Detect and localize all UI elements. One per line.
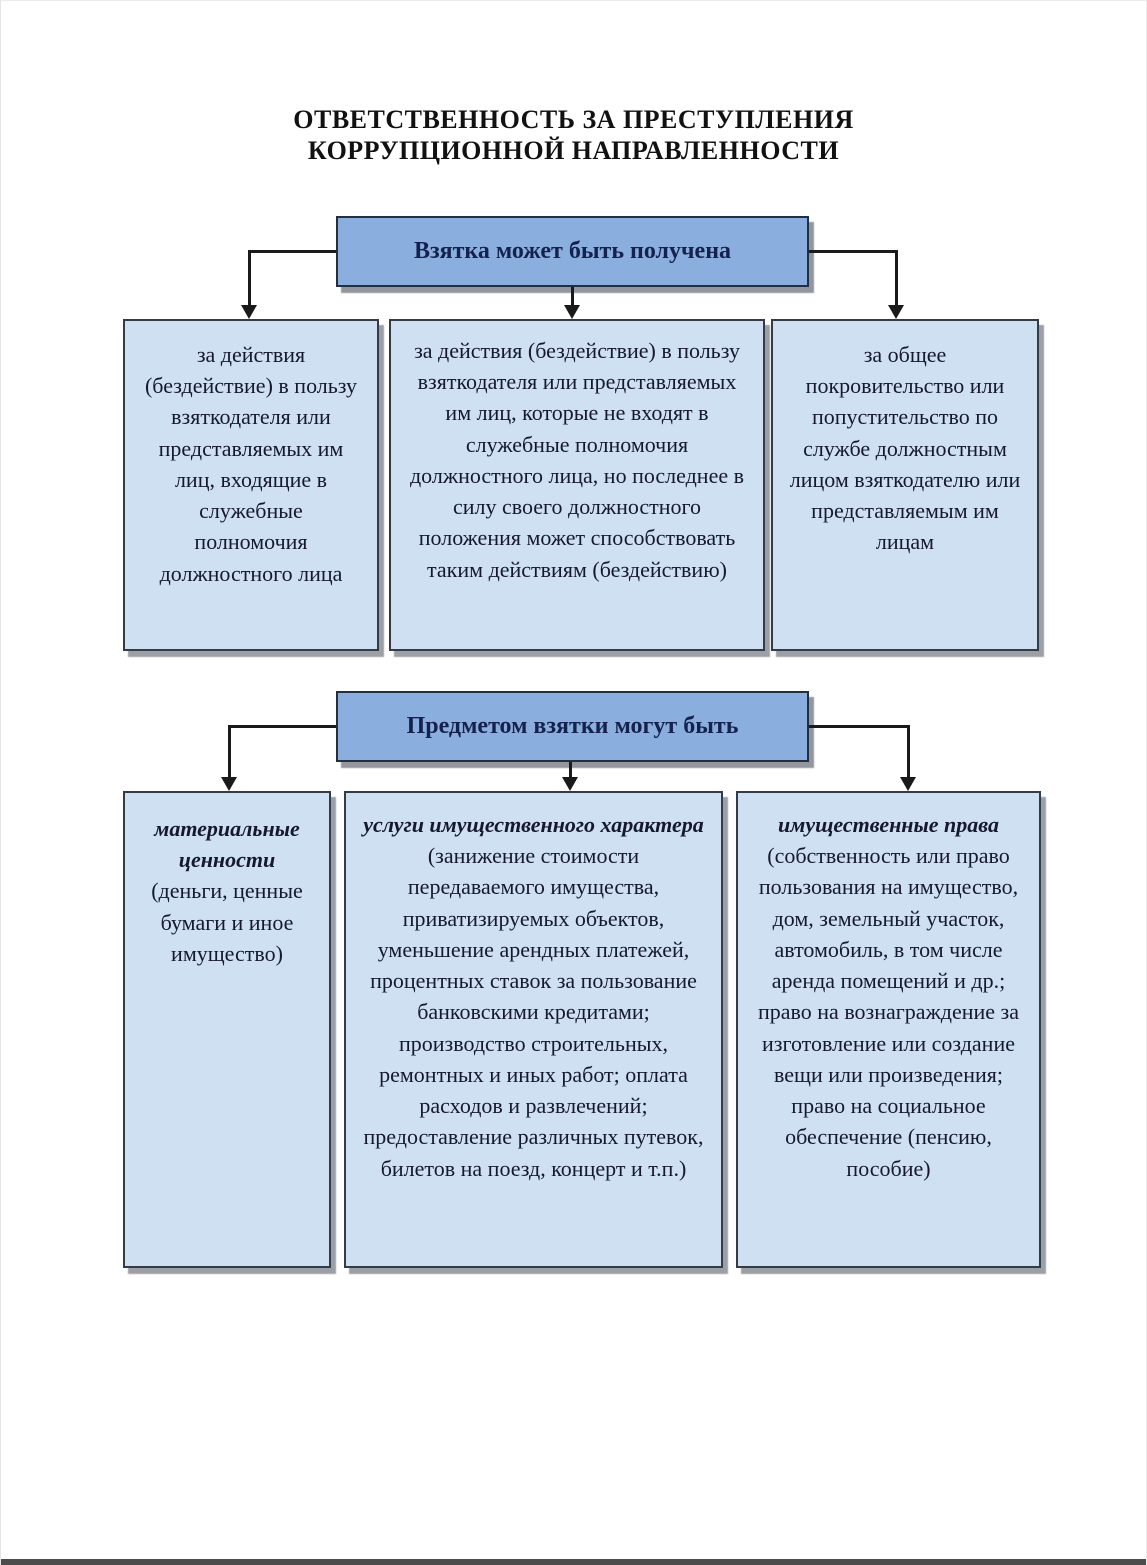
d2-center-arrow-icon (562, 777, 578, 791)
page-title-line2: КОРРУПЦИОННОЙ НАПРАВЛЕННОСТИ (307, 135, 840, 165)
diagram2-header-label: Предметом взятки могут быть (406, 713, 739, 739)
d2-box1-text: (деньги, ценные бумаги и иное имущество) (151, 878, 303, 966)
d2-right-arrow-icon (900, 777, 916, 791)
d2-box-material-values: материальные ценности (деньги, ценные бу… (123, 791, 331, 1268)
page-title: ОТВЕТСТВЕННОСТЬ ЗА ПРЕСТУПЛЕНИЯ КОРРУПЦИ… (1, 105, 1146, 166)
d2-left-arrow-icon (221, 777, 237, 791)
diagram2-header-box: Предметом взятки могут быть (336, 691, 809, 762)
d1-right-connector-horizontal (809, 250, 897, 253)
d1-left-connector-vertical (248, 250, 251, 306)
d1-left-connector-horizontal (249, 250, 336, 253)
page-title-line1: ОТВЕТСТВЕННОСТЬ ЗА ПРЕСТУПЛЕНИЯ (293, 105, 854, 134)
d2-box1-title: материальные ценности (154, 816, 300, 873)
page-bottom-edge (1, 1559, 1146, 1565)
d2-right-connector-vertical (907, 725, 910, 778)
d2-box2-title: услуги имущественного характера (363, 812, 704, 837)
d2-box-property-rights: имущественные права (собственность или п… (736, 791, 1041, 1268)
d2-box3-title: имущественные права (778, 812, 999, 837)
d2-box2-text: (занижение стоимости передаваемого имуще… (363, 843, 704, 1181)
d1-center-connector-vertical (571, 287, 574, 306)
d1-box2-text: за действия (бездействие) в пользу взятк… (409, 338, 745, 582)
d2-center-connector-vertical (569, 762, 572, 778)
d1-center-arrow-icon (564, 305, 580, 319)
d2-box-property-services: услуги имущественного характера (занижен… (344, 791, 723, 1268)
d2-left-connector-horizontal (229, 725, 336, 728)
d1-box-outside-duties: за действия (бездействие) в пользу взятк… (389, 319, 765, 651)
diagram1-header-label: Взятка может быть получена (413, 238, 732, 264)
d2-box3-text: (собственность или право пользования на … (758, 843, 1019, 1181)
d2-left-connector-vertical (228, 725, 231, 778)
d1-box1-text: за действия (бездействие) в пользу взятк… (144, 342, 358, 586)
d1-right-arrow-icon (888, 305, 904, 319)
d1-box3-text: за общее покровительство или попуститель… (789, 342, 1021, 555)
d1-box-patronage: за общее покровительство или попуститель… (771, 319, 1039, 651)
diagram1-header-box: Взятка может быть получена (336, 216, 809, 287)
d1-box-official-duties: за действия (бездействие) в пользу взятк… (123, 319, 379, 651)
d1-left-arrow-icon (241, 305, 257, 319)
d2-right-connector-horizontal (809, 725, 909, 728)
d1-right-connector-vertical (895, 250, 898, 306)
